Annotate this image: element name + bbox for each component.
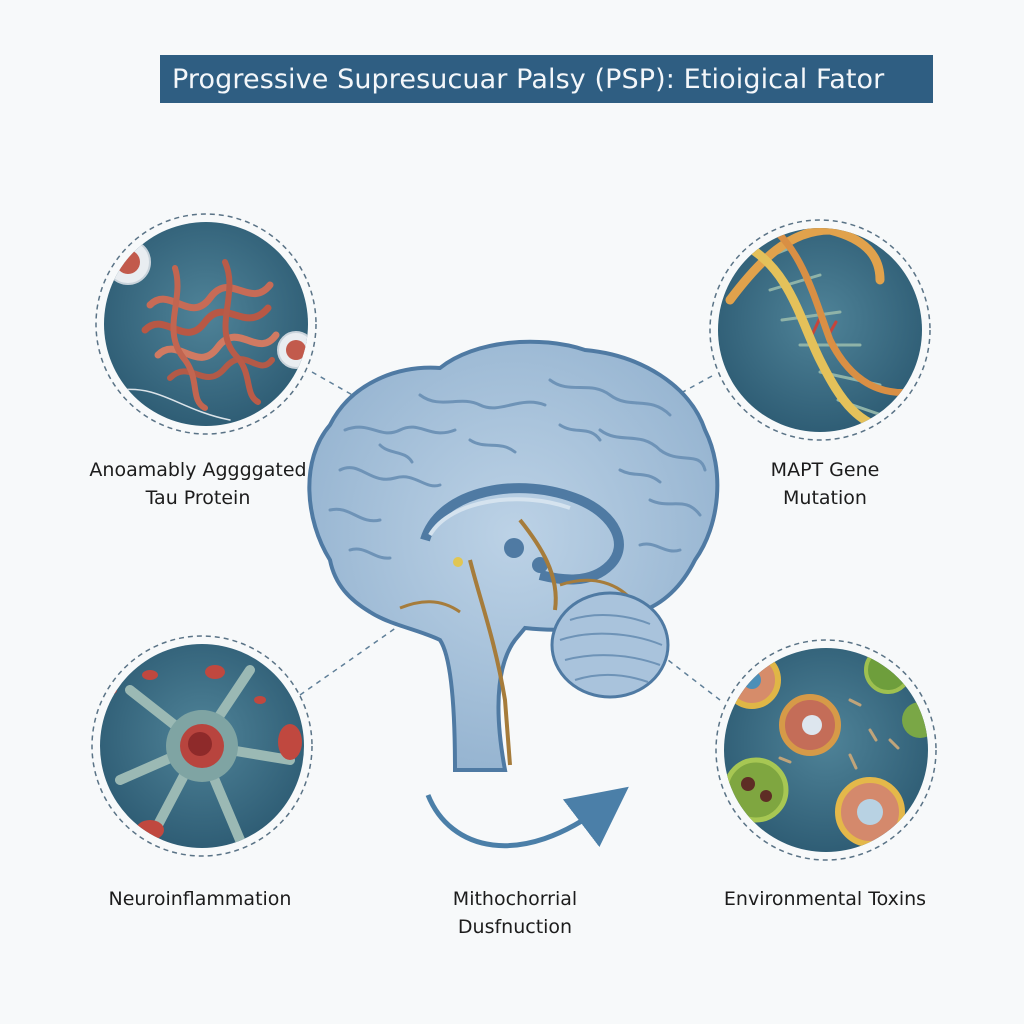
label-mito-line2: Dusfnuction	[457, 916, 573, 938]
label-tau-line2: Tau Protein	[145, 487, 251, 509]
connector-tau	[311, 371, 371, 406]
title-banner: Progressive Supresucuar Palsy (PSP): Eti…	[160, 55, 933, 103]
neuron-icon	[91, 635, 313, 857]
brain-icon	[307, 339, 720, 772]
dna-helix-icon	[709, 219, 931, 441]
connector-neuro	[299, 624, 401, 696]
label-tau-line1: Anoamably Aggggated	[89, 459, 307, 481]
label-mapt: MAPT Gene Mutation	[700, 456, 950, 512]
label-env: Environmental Toxins	[700, 885, 950, 913]
connector-mapt	[649, 375, 713, 411]
label-mito: Mithochorrial Dusfnuction	[400, 885, 630, 941]
label-mapt-line1: MAPT Gene	[770, 459, 880, 481]
label-neuro: Neuroinflammation	[70, 885, 330, 913]
label-tau: Anoamably Aggggated Tau Protein	[68, 456, 328, 512]
label-neuro-line1: Neuroinflammation	[108, 888, 292, 910]
toxin-cells-icon	[715, 639, 937, 861]
label-env-line1: Environmental Toxins	[723, 888, 927, 910]
tau-protein-icon	[95, 213, 317, 435]
label-mito-line1: Mithochorrial	[452, 888, 578, 910]
label-mapt-line2: Mutation	[783, 487, 867, 509]
connector-env	[667, 659, 721, 701]
connector-lines	[299, 371, 721, 701]
page-title: Progressive Supresucuar Palsy (PSP): Eti…	[172, 63, 885, 95]
curved-arrow-icon	[425, 786, 629, 849]
